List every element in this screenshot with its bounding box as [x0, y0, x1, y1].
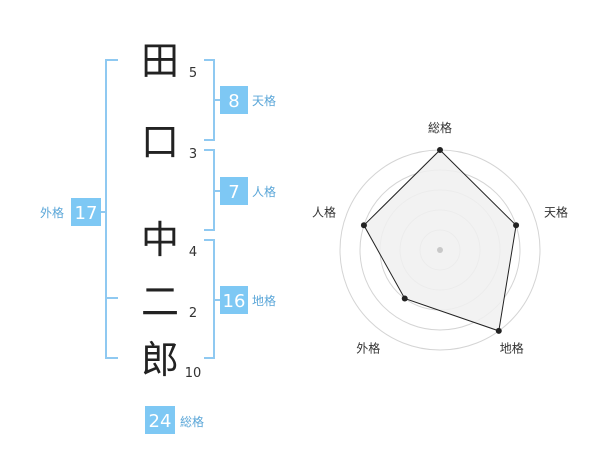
gaikaku-value: 17 — [75, 203, 98, 224]
gaikaku-bracket — [105, 59, 118, 359]
stroke-count-3: 4 — [189, 245, 197, 260]
jinkaku-value: 7 — [228, 182, 239, 203]
name-char-1: 田 — [141, 39, 179, 83]
radar-label-4: 外格 — [356, 341, 380, 356]
soukaku-badge: 24 総格 — [145, 406, 204, 434]
radar-center-dot — [437, 247, 443, 253]
radar-point-1 — [437, 147, 443, 153]
stroke-counts: 5 3 4 2 10 — [185, 66, 202, 381]
tenkaku-bracket — [204, 59, 215, 141]
stroke-count-1: 5 — [189, 66, 197, 81]
stroke-count-2: 3 — [189, 147, 197, 162]
radar-point-4 — [401, 295, 408, 302]
gaikaku-badge: 外格 17 — [40, 198, 101, 226]
jinkaku-label: 人格 — [252, 184, 276, 199]
jinkaku-badge: 7 人格 — [220, 177, 276, 205]
radar-point-5 — [360, 222, 367, 229]
name-characters: 田 口 中 二 郎 — [141, 39, 179, 382]
name-char-3: 中 — [141, 218, 179, 262]
radar-label-1: 総格 — [428, 120, 452, 135]
stroke-count-5: 10 — [185, 366, 202, 381]
soukaku-label: 総格 — [180, 414, 204, 429]
tenkaku-label: 天格 — [252, 93, 276, 108]
jinkaku-bracket — [204, 149, 215, 231]
stroke-count-4: 2 — [189, 306, 197, 321]
tenkaku-value: 8 — [228, 91, 239, 112]
chikaku-label: 地格 — [252, 293, 276, 308]
soukaku-value: 24 — [149, 411, 172, 432]
bracket-connectors — [100, 99, 220, 301]
radar-shape — [363, 149, 517, 332]
radar-point-3 — [495, 327, 502, 334]
chikaku-badge: 16 地格 — [220, 286, 276, 314]
name-char-2: 口 — [141, 120, 179, 164]
radar-point-2 — [513, 222, 520, 229]
radar-label-2: 天格 — [544, 204, 568, 219]
radar-polygon — [363, 149, 517, 332]
radar-points — [360, 147, 520, 334]
radar-label-3: 地格 — [500, 341, 524, 356]
name-char-5: 郎 — [141, 338, 179, 382]
chikaku-bracket — [204, 239, 215, 359]
chikaku-value: 16 — [223, 291, 246, 312]
tenkaku-badge: 8 天格 — [220, 86, 276, 114]
radar-label-5: 人格 — [312, 204, 336, 219]
name-char-4: 二 — [141, 280, 179, 324]
gaikaku-label: 外格 — [40, 205, 64, 220]
